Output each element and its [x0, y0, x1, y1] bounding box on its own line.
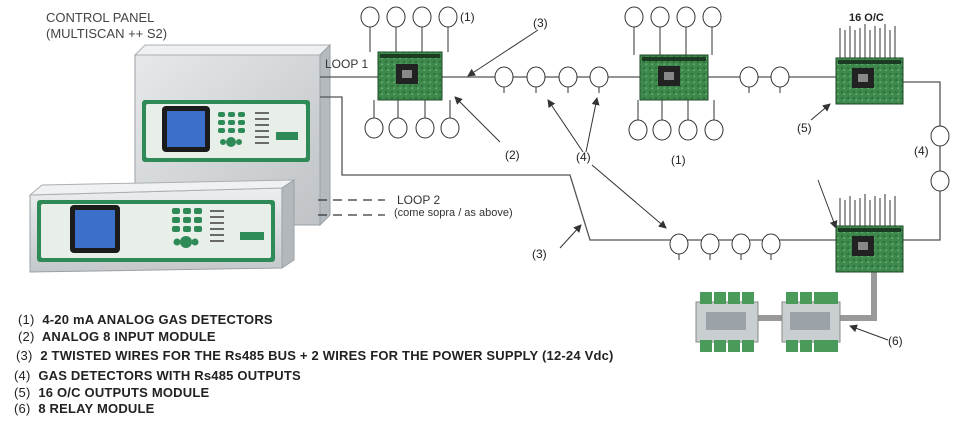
- analog-detectors-group-1: [360, 6, 460, 139]
- legend-num: (5): [14, 385, 31, 400]
- relay-module-2: [781, 292, 841, 352]
- relay-module-1: [695, 292, 759, 352]
- rack-panel: [28, 179, 296, 273]
- callout-1-mid: (1): [671, 153, 686, 167]
- legend-item-6: (6) 8 RELAY MODULE: [14, 401, 155, 416]
- loop2-note: (come sopra / as above): [394, 207, 513, 219]
- callout-5: (5): [797, 121, 812, 135]
- callout-3-top: (3): [533, 16, 548, 30]
- callout-2: (2): [505, 148, 520, 162]
- legend-num: (4): [14, 368, 31, 383]
- panel-title-line2: (MULTISCAN ++ S2): [46, 26, 168, 41]
- analog-input-module-1: [377, 51, 443, 101]
- legend-num: (2): [18, 329, 35, 344]
- legend-text: 2 TWISTED WIRES FOR THE Rs485 BUS + 2 WI…: [40, 348, 614, 363]
- legend-num: (1): [18, 312, 35, 327]
- legend-text: 16 O/C OUTPUTS MODULE: [38, 385, 210, 400]
- analog-input-module-2: [639, 54, 709, 101]
- panel-title-line1: CONTROL PANEL: [46, 10, 155, 25]
- bus-wiring: [320, 76, 941, 321]
- legend-num: (3): [16, 348, 33, 363]
- callout-4-mid: (4): [576, 150, 591, 164]
- callout-3-bottom: (3): [532, 247, 547, 261]
- legend-text: 8 RELAY MODULE: [38, 401, 155, 416]
- panel-title: CONTROL PANEL (MULTISCAN ++ S2): [46, 10, 167, 42]
- legend-item-3: (3) 2 TWISTED WIRES FOR THE Rs485 BUS + …: [16, 348, 614, 363]
- loop2-label: LOOP 2: [397, 193, 441, 207]
- panel-keypad: [218, 112, 245, 147]
- legend-item-4: (4) GAS DETECTORS WITH Rs485 OUTPUTS: [14, 368, 301, 383]
- legend-item-1: (1) 4-20 mA ANALOG GAS DETECTORS: [18, 312, 273, 327]
- callout-arrows: [454, 29, 889, 341]
- legend-item-5: (5) 16 O/C OUTPUTS MODULE: [14, 385, 209, 400]
- loop2-dashed-lines: [318, 199, 385, 216]
- analog-detectors-group-2: [624, 6, 724, 141]
- legend-num: (6): [14, 401, 31, 416]
- callout-6: (6): [888, 334, 903, 348]
- rs485-detectors: [494, 66, 950, 260]
- legend-item-2: (2) ANALOG 8 INPUT MODULE: [18, 329, 216, 344]
- legend-text: 4-20 mA ANALOG GAS DETECTORS: [42, 312, 273, 327]
- callout-4-right: (4): [914, 144, 929, 158]
- legend-text: ANALOG 8 INPUT MODULE: [41, 329, 216, 344]
- oc-output-module-1: [835, 24, 904, 105]
- oc-label: 16 O/C: [849, 12, 884, 24]
- loop1-label: LOOP 1: [325, 57, 369, 71]
- callout-1-top: (1): [460, 10, 475, 24]
- oc-output-module-2: [835, 194, 904, 273]
- legend-text: GAS DETECTORS WITH Rs485 OUTPUTS: [38, 368, 301, 383]
